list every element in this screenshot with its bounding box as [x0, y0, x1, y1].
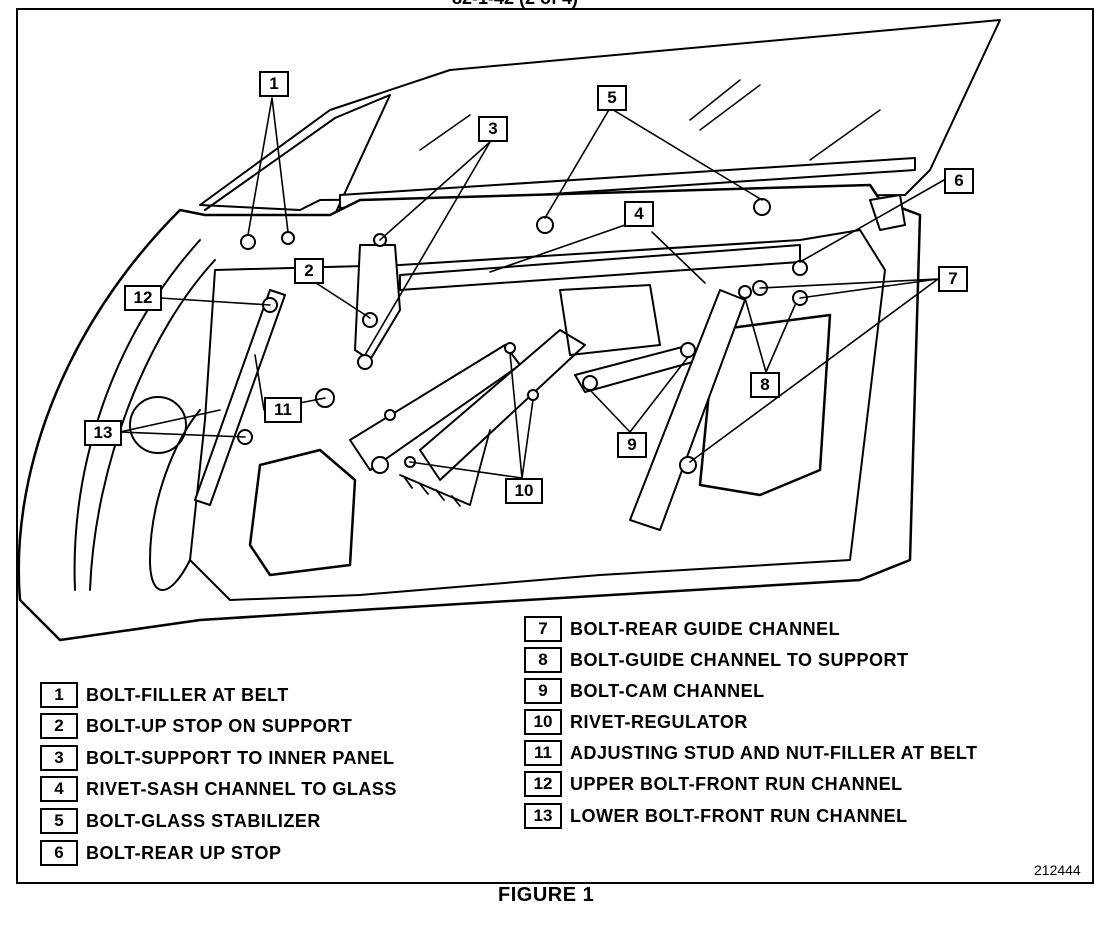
legend-label: BOLT-SUPPORT TO INNER PANEL — [86, 747, 395, 768]
door-inner-edge — [73, 239, 216, 591]
regulator-arm-2 — [419, 329, 586, 481]
legend-item: 11 ADJUSTING STUD AND NUT-FILLER AT BELT — [524, 739, 977, 767]
bolt-5b — [753, 198, 771, 216]
legend-number: 7 — [524, 616, 562, 642]
figure-frame — [16, 8, 1094, 884]
legend-item: 8 BOLT-GUIDE CHANNEL TO SUPPORT — [524, 646, 909, 674]
legend-label: UPPER BOLT-FRONT RUN CHANNEL — [570, 773, 903, 794]
legend-number: 13 — [524, 803, 562, 829]
callout-7: 7 — [938, 266, 968, 292]
legend-number: 2 — [40, 713, 78, 739]
callout-11: 11 — [264, 397, 302, 423]
glass-sheen-1 — [689, 79, 761, 131]
regulator-sector — [399, 429, 491, 507]
legend-label: BOLT-REAR UP STOP — [86, 842, 282, 863]
legend-label: BOLT-UP STOP ON SUPPORT — [86, 715, 353, 736]
legend-label: RIVET-SASH CHANNEL TO GLASS — [86, 778, 397, 799]
legend-label: BOLT-FILLER AT BELT — [86, 684, 289, 705]
cam-bracket — [559, 284, 661, 356]
legend-item: 13 LOWER BOLT-FRONT RUN CHANNEL — [524, 802, 908, 830]
front-run-channel — [194, 289, 286, 506]
support-bracket — [354, 244, 401, 361]
legend-number: 4 — [40, 776, 78, 802]
legend-number: 6 — [40, 840, 78, 866]
rivet-10d — [384, 409, 396, 421]
legend-item: 1 BOLT-FILLER AT BELT — [40, 681, 289, 709]
nut-regulator — [371, 456, 389, 474]
legend-number: 3 — [40, 745, 78, 771]
callout-6: 6 — [944, 168, 974, 194]
figure-caption: FIGURE 1 — [498, 884, 595, 906]
leader-lines — [119, 97, 945, 479]
window-glass — [199, 19, 1001, 211]
legend-label: LOWER BOLT-FRONT RUN CHANNEL — [570, 805, 908, 826]
legend-item: 7 BOLT-REAR GUIDE CHANNEL — [524, 615, 840, 643]
legend-number: 10 — [524, 709, 562, 735]
legend-label: ADJUSTING STUD AND NUT-FILLER AT BELT — [570, 742, 978, 763]
header-note: 82-1-42 (2 of 4) — [452, 0, 578, 9]
legend-label: BOLT-GLASS STABILIZER — [86, 810, 321, 831]
bolt-8 — [738, 285, 752, 299]
legend-item: 4 RIVET-SASH CHANNEL TO GLASS — [40, 775, 397, 803]
callout-8: 8 — [750, 372, 780, 398]
legend-item: 2 BOLT-UP STOP ON SUPPORT — [40, 712, 352, 740]
legend-item: 10 RIVET-REGULATOR — [524, 708, 748, 736]
callout-4: 4 — [624, 201, 654, 227]
legend-item: 9 BOLT-CAM CHANNEL — [524, 677, 765, 705]
legend-label: RIVET-REGULATOR — [570, 711, 748, 732]
rivet-10b — [527, 389, 539, 401]
callout-2: 2 — [294, 258, 324, 284]
callout-3: 3 — [478, 116, 508, 142]
bolt-6 — [792, 260, 808, 276]
legend-number: 11 — [524, 740, 562, 766]
legend-number: 1 — [40, 682, 78, 708]
speaker-opening — [129, 396, 187, 454]
legend-item: 3 BOLT-SUPPORT TO INNER PANEL — [40, 744, 395, 772]
legend-item: 6 BOLT-REAR UP STOP — [40, 839, 282, 867]
access-opening-right — [698, 313, 832, 497]
legend-number: 8 — [524, 647, 562, 673]
legend-item: 5 BOLT-GLASS STABILIZER — [40, 807, 321, 835]
glass-sheen-2 — [419, 109, 881, 161]
legend-label: BOLT-CAM CHANNEL — [570, 680, 765, 701]
callout-10: 10 — [505, 478, 543, 504]
bolt-1a — [240, 234, 256, 250]
callout-5: 5 — [597, 85, 627, 111]
bolt-5a — [536, 216, 554, 234]
bolt-9b — [680, 342, 696, 358]
legend-number: 12 — [524, 771, 562, 797]
bolt-1b — [281, 231, 295, 245]
legend-label: BOLT-GUIDE CHANNEL TO SUPPORT — [570, 649, 909, 670]
legend-number: 9 — [524, 678, 562, 704]
callout-13: 13 — [84, 420, 122, 446]
bolt-3b — [357, 354, 373, 370]
callout-9: 9 — [617, 432, 647, 458]
callout-12: 12 — [124, 285, 162, 311]
legend-number: 5 — [40, 808, 78, 834]
callout-1: 1 — [259, 71, 289, 97]
rivet-10a — [504, 342, 516, 354]
document-number: 212444 — [1034, 862, 1081, 878]
bolt-9a — [582, 375, 598, 391]
legend-item: 12 UPPER BOLT-FRONT RUN CHANNEL — [524, 770, 903, 798]
legend-label: BOLT-REAR GUIDE CHANNEL — [570, 618, 841, 639]
access-opening-left — [248, 448, 357, 577]
window-frame-inner — [204, 94, 391, 226]
